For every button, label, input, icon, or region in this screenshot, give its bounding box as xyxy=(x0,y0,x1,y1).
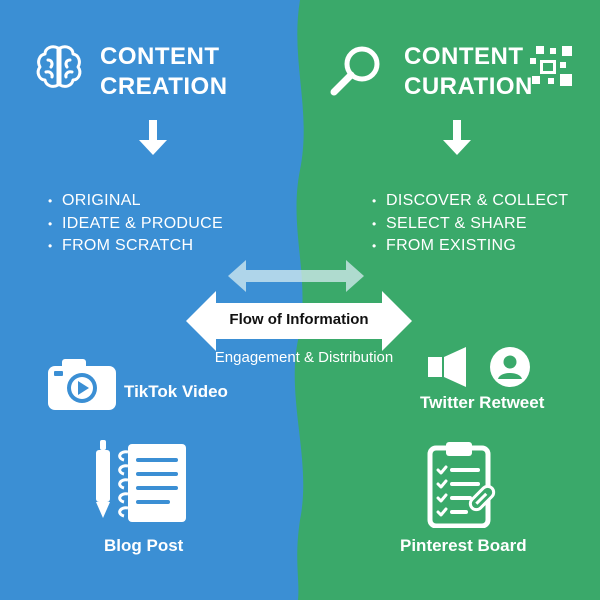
creation-heading: CONTENT CREATION xyxy=(100,43,228,100)
grid-collage-icon xyxy=(530,46,572,86)
tiktok-video-label: TikTok Video xyxy=(124,382,228,401)
brain-icon xyxy=(36,45,82,88)
megaphone-user-icon xyxy=(428,347,530,387)
down-arrow-icon xyxy=(139,120,167,155)
clipboard-icon xyxy=(427,442,496,528)
magnifier-icon xyxy=(330,46,380,96)
list-item: SELECT & SHARE xyxy=(372,213,568,236)
list-item: IDEATE & PRODUCE xyxy=(48,213,223,236)
blog-post-label: Blog Post xyxy=(104,536,184,555)
pen-notebook-icon xyxy=(96,440,186,522)
engagement-distribution-label: Engagement & Distribution xyxy=(214,349,394,366)
faint-double-arrow-icon xyxy=(228,260,364,292)
camera-icon xyxy=(48,359,116,410)
flow-double-arrow xyxy=(186,291,412,351)
list-item: ORIGINAL xyxy=(48,190,223,213)
list-item: FROM SCRATCH xyxy=(48,235,223,258)
creation-bullets: ORIGINAL IDEATE & PRODUCE FROM SCRATCH xyxy=(48,190,223,258)
twitter-retweet-label: Twitter Retweet xyxy=(420,393,545,412)
list-item: FROM EXISTING xyxy=(372,235,568,258)
down-arrow-icon xyxy=(443,120,471,155)
flow-of-information-label: Flow of Information xyxy=(229,311,369,328)
curation-heading: CONTENT CURATION xyxy=(404,43,533,100)
left-background xyxy=(0,0,304,600)
list-item: DISCOVER & COLLECT xyxy=(372,190,568,213)
pinterest-board-label: Pinterest Board xyxy=(400,536,527,555)
curation-bullets: DISCOVER & COLLECT SELECT & SHARE FROM E… xyxy=(372,190,568,258)
